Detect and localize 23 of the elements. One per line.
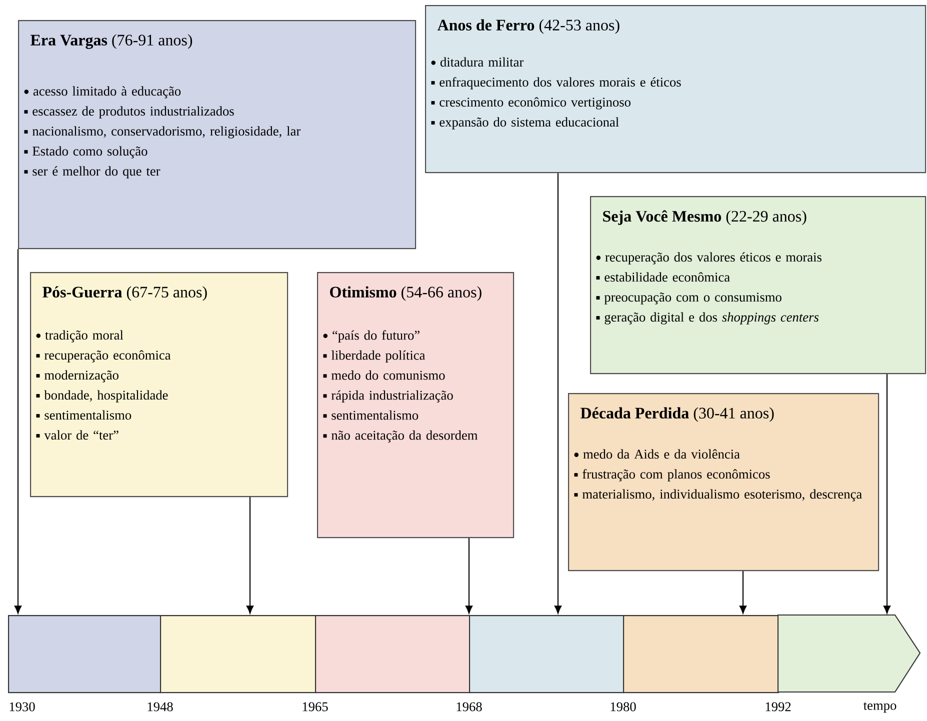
timeline-arrow [777, 614, 921, 693]
timeline-segment [623, 615, 780, 694]
year-label: 1968 [456, 702, 482, 712]
period-box: Anos de Ferro (42-53 anos) ditadura militar enfraquecimento dos valores morais e éticos crescimento econômico vertiginoso expansão do sistema educacional [425, 5, 926, 174]
timeline-segment [8, 615, 162, 694]
arrow [246, 497, 254, 614]
timeline-segment [315, 615, 470, 694]
arrow [554, 173, 562, 614]
period-box: Otimismo (54-66 anos) “país do futuro” liberdade política medo do comunismo rápida industrialização sentimentalismo não aceitação da desordem [317, 272, 514, 538]
timeline-segment [469, 615, 624, 694]
period-box: Era Vargas (76-91 anos) acesso limitado à educação escassez de produtos industrializados nacionalismo, conservadorismo, religiosidade, lar Estado como solução ser é melhor do que ter [18, 20, 416, 250]
year-label: 1965 [302, 702, 328, 712]
period-box: Pós-Guerra (67-75 anos) tradição moral recuperação econômica modernização bondade, hospitalidade sentimentalismo valor de “ter” [30, 272, 288, 498]
arrow [739, 571, 747, 614]
arrow [465, 538, 473, 614]
timeline-segment [160, 615, 316, 694]
year-label: 1992 [766, 702, 791, 712]
arrow [883, 374, 891, 614]
arrow [14, 249, 22, 614]
year-label: 1980 [610, 702, 636, 712]
period-box: Década Perdida (30-41 anos) medo da Aids e da violência frustração com planos econômicos materialismo, individualismo esoterismo, descrença [568, 393, 880, 572]
period-box: Seja Você Mesmo (22-29 anos) recuperação dos valores éticos e morais estabilidade econômica preocupação com o consumismo geração digital e dos shoppings centers [590, 196, 926, 374]
year-label: 1948 [148, 702, 173, 712]
